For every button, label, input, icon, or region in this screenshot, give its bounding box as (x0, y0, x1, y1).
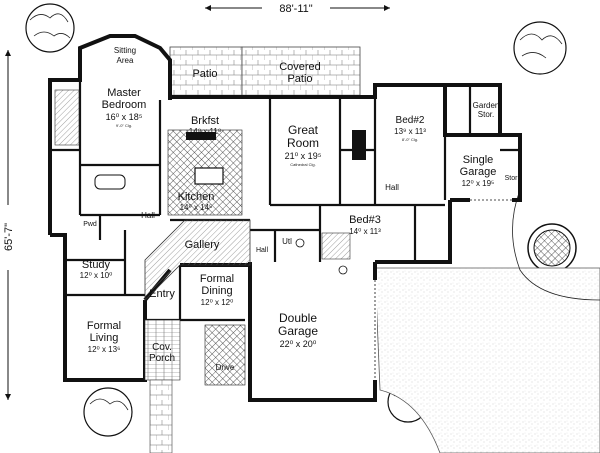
cov-porch-floor (144, 319, 181, 381)
brkfst-label: Brkfst (191, 115, 219, 127)
room-labels: Sitting Area Master Bedroom 16⁰ x 18⁵ 9'… (80, 46, 518, 372)
kitchen-size: 14⁰ x 14⁵ (180, 203, 213, 212)
single-garage-label-2: Garage (460, 166, 497, 178)
great-room-label: Great (288, 123, 319, 137)
formal-living-label: Formal (87, 320, 121, 332)
great-room-ceiling: Cathedral Clg. (290, 162, 316, 167)
covered-patio-label-2: Patio (287, 73, 312, 85)
gallery-label: Gallery (185, 239, 220, 251)
sitting-area-label-2: Area (117, 56, 134, 65)
front-walk (149, 379, 173, 453)
hall-left-label: Hall (141, 211, 155, 220)
great-room-label-2: Room (287, 136, 319, 150)
patio-label: Patio (192, 68, 217, 80)
depth-dimension: 65'-7" (3, 50, 15, 400)
formal-dining-label: Formal (200, 273, 234, 285)
shrub-right (527, 223, 577, 273)
tree-top-right (513, 21, 567, 75)
width-dimension-label: 88'-11" (279, 3, 312, 15)
master-bedroom-size: 16⁰ x 18⁵ (106, 112, 143, 122)
porch-hatching (204, 324, 246, 386)
hall-center-label: Hall (256, 247, 269, 254)
driveway-area (374, 267, 600, 453)
master-bedroom-label: Master (107, 87, 141, 99)
bed3-label: Bed#3 (349, 214, 381, 226)
gallery-floor (144, 219, 251, 301)
garden-stor-label: Garden (473, 101, 500, 110)
garage-stairs (321, 232, 351, 260)
stor-label: Stor (505, 175, 519, 182)
fireplace (352, 130, 366, 160)
double-garage-label-2: Garage (278, 324, 318, 338)
master-bedroom-label-2: Bedroom (102, 99, 147, 111)
width-dimension: 88'-11" (205, 3, 390, 15)
bed2-size: 13⁹ x 11³ (394, 127, 426, 136)
covered-patio-label: Covered (279, 61, 321, 73)
brkfst-size: 14⁸ x 11⁸ (189, 127, 221, 136)
patio-area (169, 46, 243, 98)
interior-walls (50, 80, 520, 322)
kitchen-label: Kitchen (178, 191, 215, 203)
double-garage-size: 22⁰ x 20⁰ (280, 339, 317, 349)
study-size: 12⁰ x 10⁰ (80, 271, 113, 280)
bed2-ceiling: 8'-0" Clg. (402, 137, 418, 142)
formal-living-size: 12⁰ x 13⁶ (88, 345, 121, 354)
pwd-label: Pwd (83, 221, 97, 228)
depth-dimension-label: 65'-7" (3, 223, 15, 251)
formal-dining-label-2: Dining (201, 285, 232, 297)
bed2-label: Bed#2 (396, 115, 425, 126)
cov-porch-label-2: Porch (149, 353, 175, 364)
formal-living-label-2: Living (90, 332, 119, 344)
kitchen-island (194, 167, 224, 185)
cooktop (186, 132, 216, 140)
bed3-size: 14⁰ x 11³ (349, 227, 381, 236)
tree-bottom-left (83, 387, 133, 437)
garden-stor-label-2: Stor. (478, 110, 494, 119)
master-closet (54, 89, 80, 146)
hall-right-label: Hall (385, 183, 399, 192)
sitting-area-label: Sitting (114, 46, 136, 55)
master-tub (94, 174, 126, 190)
cov-porch-label: Cov. (152, 342, 172, 353)
entry-label: Entry (149, 288, 175, 300)
utl-label: Utl (282, 237, 292, 246)
great-room-size: 21⁰ x 19⁵ (285, 151, 322, 161)
drive-label: Drive (216, 363, 235, 372)
double-garage-label: Double (279, 311, 317, 325)
study-label: Study (82, 259, 111, 271)
single-garage-label: Single (463, 154, 494, 166)
formal-dining-size: 12⁰ x 12⁰ (201, 298, 234, 307)
master-bedroom-ceiling: 9'-0" Clg. (116, 123, 132, 128)
tree-top-left (25, 3, 75, 53)
single-garage-size: 12⁰ x 19⁵ (462, 179, 495, 188)
